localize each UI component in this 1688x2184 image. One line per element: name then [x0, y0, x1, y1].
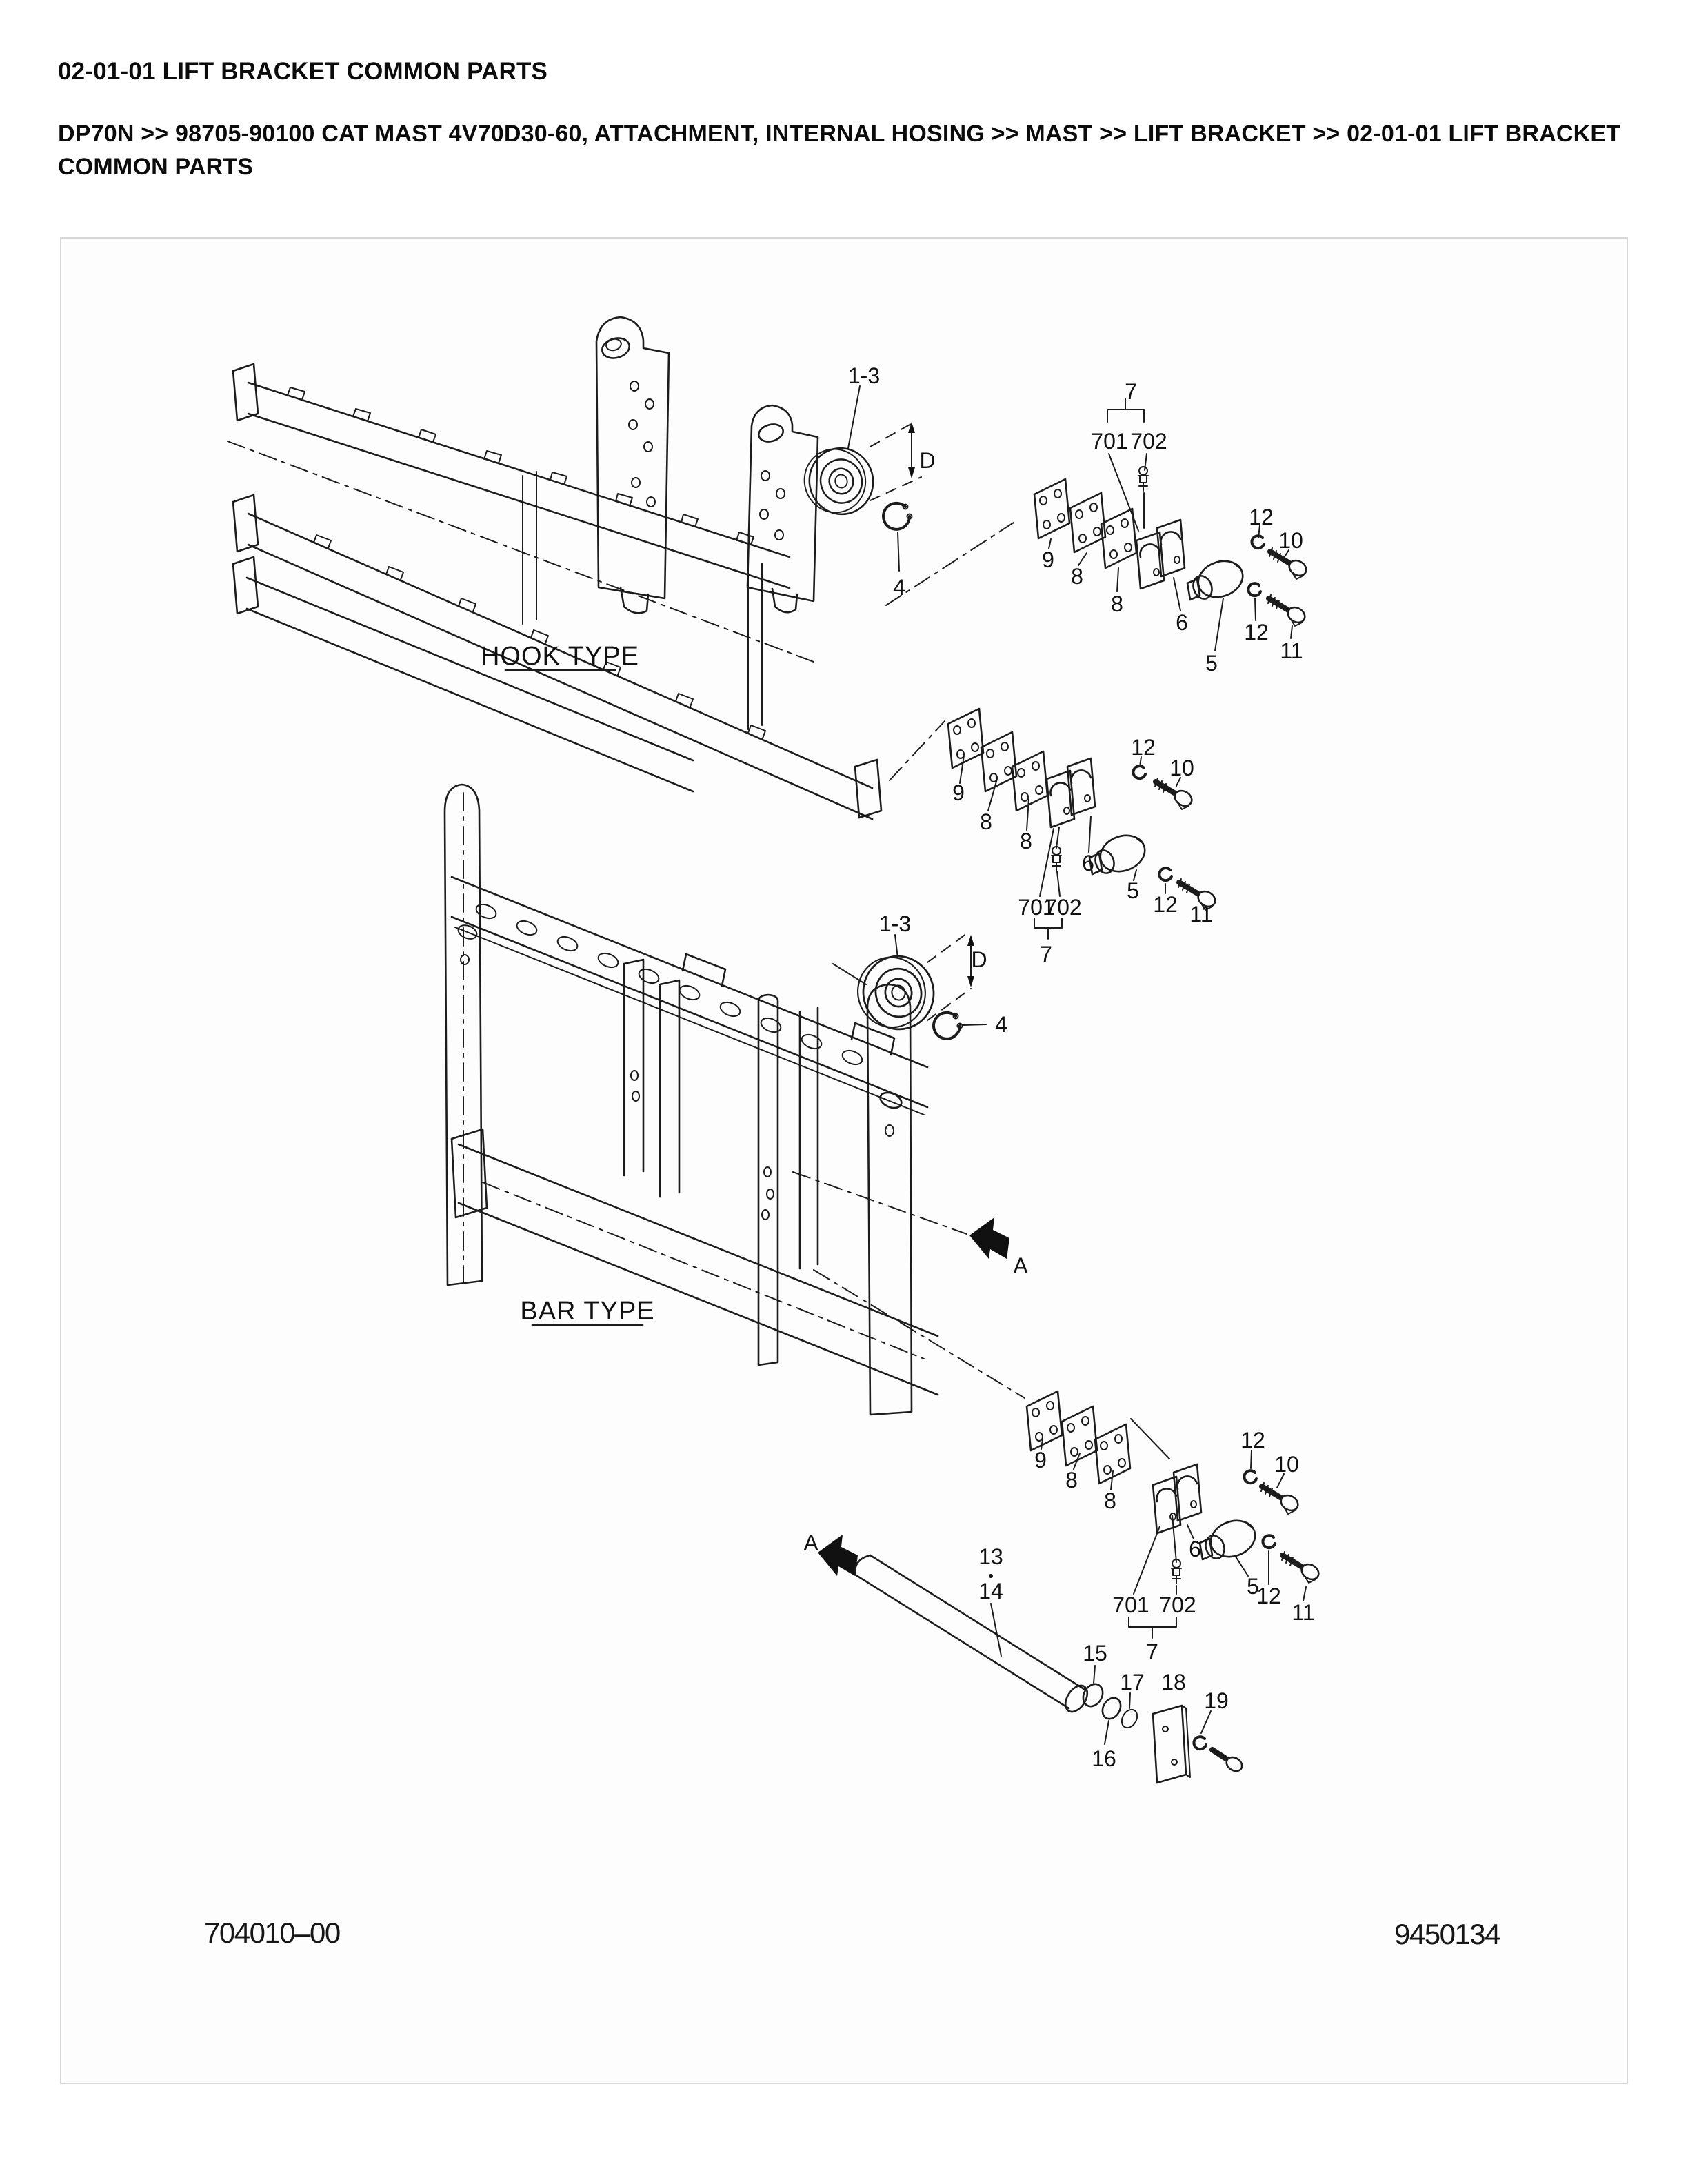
- callout-6: 6: [1176, 610, 1188, 635]
- tie-bar-assembly: [854, 1554, 1243, 1784]
- callout-8: 8: [1104, 1488, 1116, 1513]
- callout-1-3: 1-3: [848, 363, 880, 388]
- callout-11: 11: [1280, 638, 1303, 663]
- callout-702: 702: [1045, 895, 1081, 920]
- callout-12: 12: [1249, 505, 1274, 529]
- callout-12: 12: [1244, 620, 1269, 645]
- callout-6: 6: [1189, 1537, 1201, 1561]
- bracket-cluster-bottom: [1025, 1390, 1321, 1639]
- callout-701: 701: [1018, 895, 1054, 920]
- callout-9: 9: [1034, 1448, 1047, 1473]
- callout-8: 8: [1065, 1468, 1078, 1493]
- callout-12: 12: [1131, 735, 1156, 760]
- view-a-label: A: [803, 1530, 818, 1555]
- callout-6: 6: [1082, 851, 1094, 876]
- callout-8: 8: [1020, 829, 1032, 853]
- callout-12: 12: [1256, 1584, 1281, 1608]
- callout-8: 8: [1071, 564, 1083, 589]
- callout-5: 5: [1205, 651, 1218, 676]
- callout-15: 15: [1083, 1641, 1107, 1666]
- drawing-number-right: 9450134: [1394, 1918, 1500, 1950]
- callout-labels: 1-3 D 4 7 701 702 9 8 8 6 5 12 10 12 11 …: [803, 363, 1314, 1771]
- view-a-arrow-icon: [969, 1217, 1009, 1259]
- callout-701: 701: [1091, 429, 1127, 454]
- drawing-number-left: 704010–00: [204, 1917, 340, 1949]
- callout-14: 14: [978, 1579, 1003, 1604]
- callout-19: 19: [1204, 1688, 1229, 1713]
- callout-10: 10: [1169, 756, 1194, 780]
- callout-12: 12: [1153, 892, 1178, 917]
- callout-17: 17: [1120, 1670, 1145, 1695]
- hook-type-assembly: [227, 316, 1014, 820]
- callout-16: 16: [1092, 1746, 1116, 1771]
- callout-D: D: [971, 947, 987, 972]
- callout-4: 4: [995, 1012, 1007, 1037]
- view-a-markers: [792, 1171, 1025, 1576]
- callout-D: D: [919, 448, 935, 473]
- view-a-label: A: [1013, 1253, 1028, 1278]
- callout-7: 7: [1125, 379, 1137, 404]
- bracket-cluster-middle: [889, 707, 1218, 940]
- callout-10: 10: [1274, 1452, 1299, 1477]
- roller-detail-bar: [832, 933, 987, 1040]
- callout-18: 18: [1161, 1670, 1186, 1695]
- bar-type-assembly: [443, 783, 987, 1416]
- callout-11: 11: [1292, 1600, 1314, 1625]
- callout-702: 702: [1130, 429, 1167, 454]
- callout-702: 702: [1159, 1593, 1196, 1617]
- callout-10: 10: [1278, 528, 1303, 553]
- callout-5: 5: [1127, 878, 1139, 903]
- hook-type-label: HOOK TYPE: [481, 642, 639, 671]
- callout-4: 4: [893, 575, 905, 600]
- view-a-arrow-icon: [818, 1535, 858, 1576]
- callout-8: 8: [980, 809, 992, 834]
- callout-12: 12: [1240, 1428, 1265, 1453]
- callout-8: 8: [1111, 592, 1123, 616]
- callout-5: 5: [1247, 1574, 1259, 1599]
- callout-9: 9: [1042, 547, 1054, 572]
- callout-7: 7: [1040, 942, 1052, 967]
- callout-701: 701: [1112, 1593, 1149, 1617]
- callout-13: 13: [978, 1544, 1003, 1569]
- breadcrumb: DP70N >> 98705-90100 CAT MAST 4V70D30-60…: [58, 121, 1621, 180]
- bracket-cluster-top: [1033, 398, 1309, 651]
- callout-1-3: 1-3: [879, 911, 911, 936]
- callout-7: 7: [1146, 1639, 1158, 1664]
- callout-11: 11: [1189, 902, 1212, 927]
- page-title: 02-01-01 LIFT BRACKET COMMON PARTS: [58, 58, 548, 85]
- bar-type-label: BAR TYPE: [520, 1297, 654, 1326]
- callout-9: 9: [952, 780, 965, 805]
